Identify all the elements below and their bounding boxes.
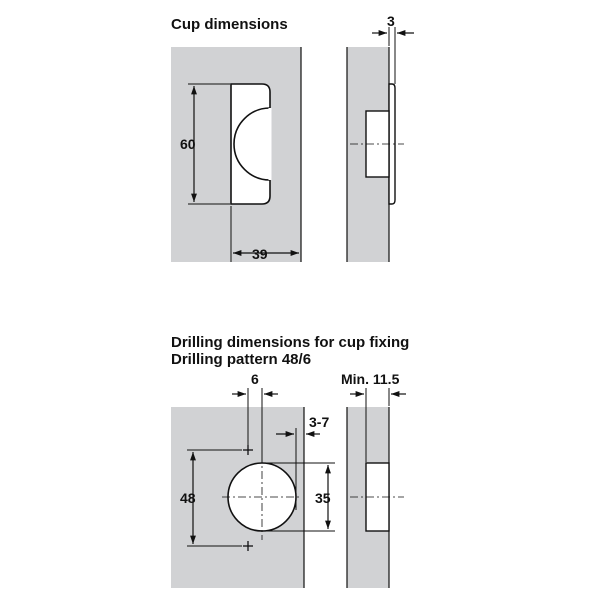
edge-distance-label: 3-7 [309,414,329,430]
min-depth-label: Min. 11.5 [341,371,400,387]
drilling-heading-line2: Drilling pattern 48/6 [171,351,311,368]
drilling-side-view: Min. 11.5 [341,371,406,588]
fixing-hole-bottom [243,541,253,551]
hinge-cup [233,107,271,181]
cup-front-view: 60 39 [171,47,302,262]
drilling-heading-line1: Drilling dimensions for cup fixing [171,334,409,351]
thickness-label: 3 [387,13,395,29]
width-label: 39 [252,246,268,262]
height-label: 60 [180,136,196,152]
fixing-hole-top [243,445,253,455]
pattern-label: 48 [180,490,196,506]
cup-diameter-label: 35 [315,490,331,506]
cup-dimensions-heading: Cup dimensions [171,16,288,33]
drilling-front-view: 6 3-7 48 35 [171,371,335,588]
offset-label: 6 [251,371,259,387]
cup-side-view: 3 [346,13,414,262]
hinge-plate-side [388,83,396,205]
